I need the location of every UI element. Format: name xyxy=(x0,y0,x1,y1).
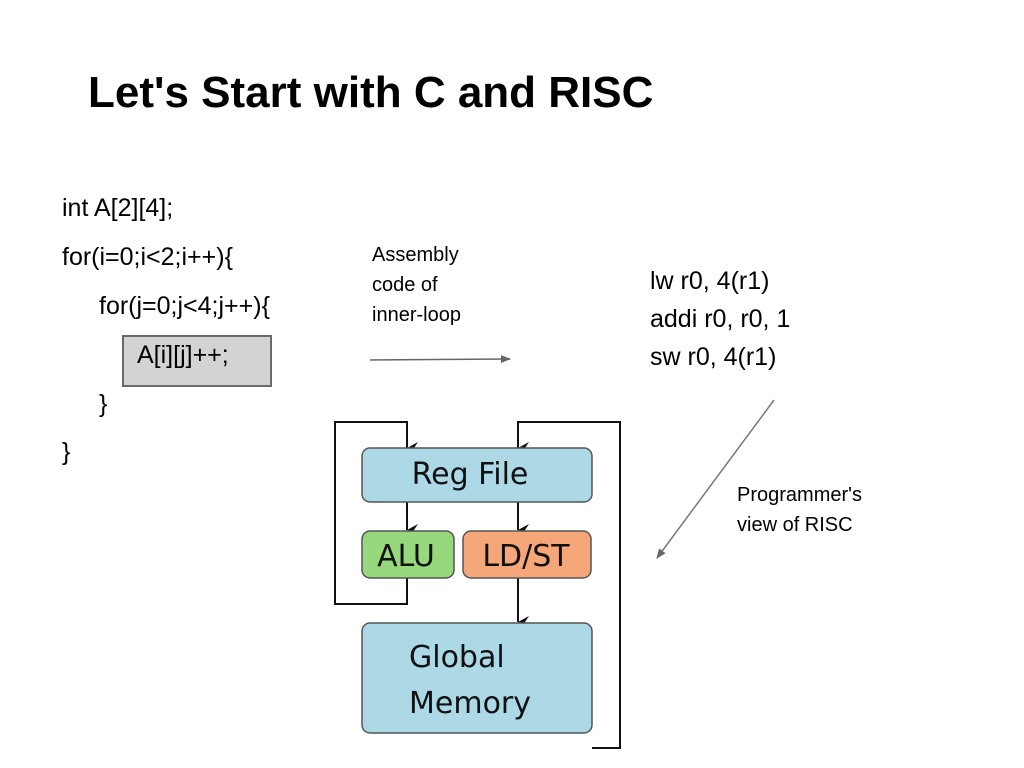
assembly-note-line-1: Assembly xyxy=(372,244,459,266)
memory-feedback-path xyxy=(517,421,621,749)
inner-loop-highlight xyxy=(122,335,272,387)
programmer-note-line-2: view of RISC xyxy=(737,514,853,536)
c-code-line-3: for(j=0;j<4;j++){ xyxy=(99,292,270,320)
memory-label-line-1: Global xyxy=(409,640,505,675)
c-to-assembly-arrow xyxy=(369,355,511,364)
c-code-line-4: A[i][j]++; xyxy=(137,341,229,369)
alu-block xyxy=(361,530,455,579)
c-code-line-5: } xyxy=(99,390,108,418)
programmer-view-note: Programmer's view of RISC xyxy=(737,480,862,540)
c-code-line-2: for(i=0;i<2;i++){ xyxy=(62,243,233,271)
c-code-line-6: } xyxy=(62,438,71,466)
alu-feedback-path xyxy=(334,421,418,605)
global-memory-block xyxy=(361,622,593,734)
slide-title: Let's Start with C and RISC xyxy=(88,68,654,117)
ldst-label: LD/ST xyxy=(482,539,570,574)
assembly-line-1: lw r0, 4(r1) xyxy=(650,267,770,295)
assembly-code: lw r0, 4(r1) addi r0, r0, 1 sw r0, 4(r1) xyxy=(650,262,790,376)
ldst-block xyxy=(462,530,592,579)
assembly-line-2: addi r0, r0, 1 xyxy=(650,305,791,333)
memory-label-line-2: Memory xyxy=(409,686,531,721)
assembly-line-3: sw r0, 4(r1) xyxy=(650,343,777,371)
reg-file-label: Reg File xyxy=(412,457,529,492)
c-code-line-1: int A[2][4]; xyxy=(62,194,174,222)
assembly-note: Assembly code of inner-loop xyxy=(372,240,461,330)
assembly-note-line-3: inner-loop xyxy=(372,304,461,326)
assembly-to-diagram-arrow xyxy=(656,399,775,559)
assembly-note-line-2: code of xyxy=(372,274,438,296)
reg-file-block xyxy=(361,447,593,503)
alu-label: ALU xyxy=(377,539,435,574)
programmer-note-line-1: Programmer's xyxy=(737,484,862,506)
